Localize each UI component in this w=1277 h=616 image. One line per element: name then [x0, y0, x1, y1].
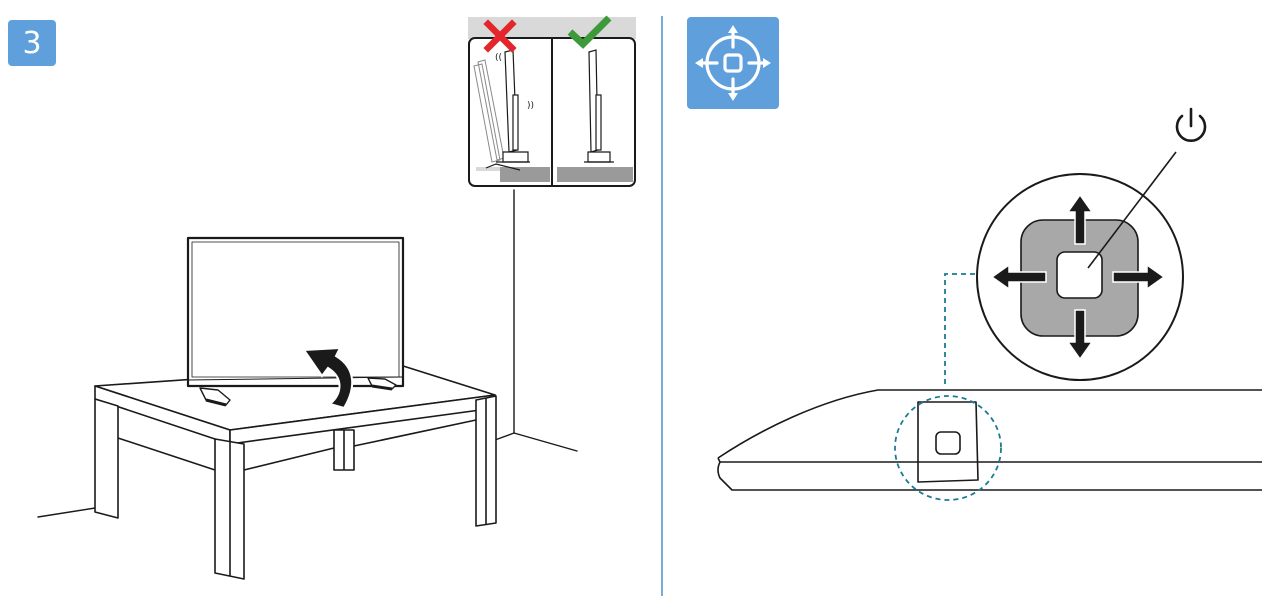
cross-mark-icon	[483, 19, 517, 53]
tv-on-table	[186, 236, 405, 407]
arrow-left-icon	[990, 263, 1047, 291]
wrong-example: (( ))	[473, 49, 550, 182]
rotate-arrow	[302, 346, 354, 410]
joystick-magnified	[976, 151, 1184, 381]
tip-over-inset: (( ))	[468, 15, 636, 187]
step-number-badge: 3	[8, 20, 56, 66]
power-icon	[1175, 107, 1207, 143]
joystick-crosshair-icon	[695, 25, 771, 101]
joystick-badge	[687, 17, 779, 109]
arrow-right-icon	[1112, 263, 1166, 291]
correct-example	[557, 49, 633, 182]
tv-bottom-edge	[717, 389, 1262, 491]
joystick-zoom-callout	[894, 273, 1002, 501]
panel-divider	[661, 16, 663, 596]
table	[94, 364, 497, 580]
svg-text:)): ))	[527, 101, 534, 111]
joystick-housing	[917, 401, 979, 483]
check-mark-icon	[567, 15, 612, 49]
arrow-up-icon	[1066, 193, 1094, 245]
room-corner	[37, 189, 578, 518]
svg-text:((: ((	[495, 53, 502, 63]
arrow-down-icon	[1066, 309, 1094, 361]
